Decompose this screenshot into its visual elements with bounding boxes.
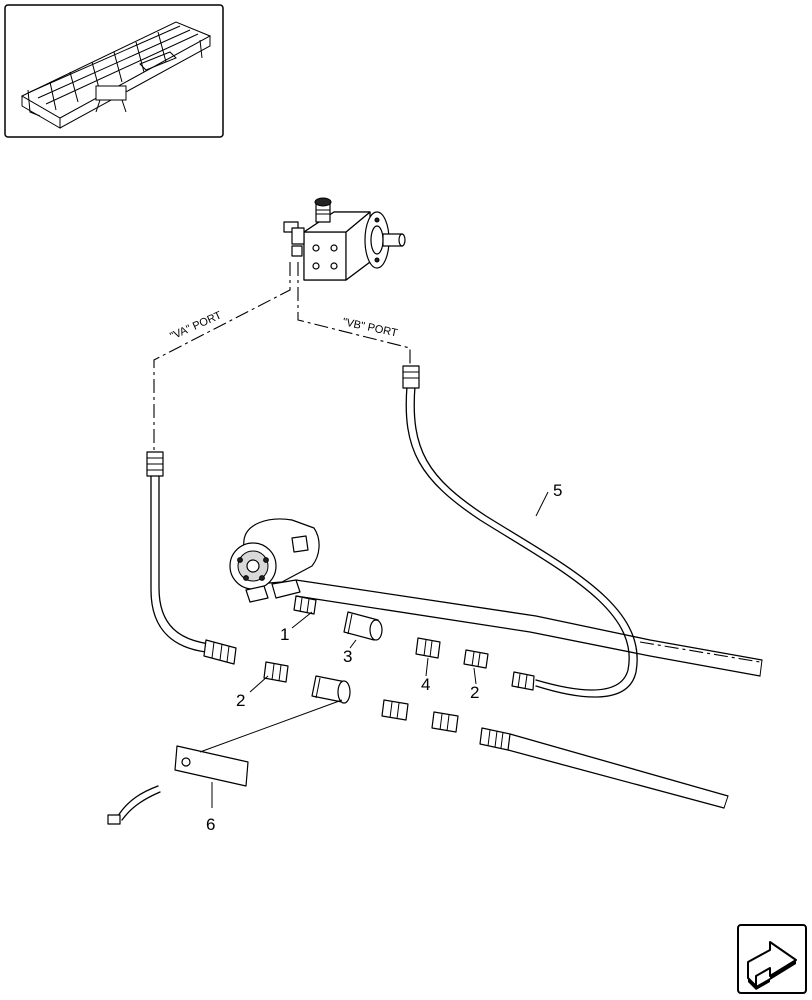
callout-2-right: 2 [470,683,479,702]
coupler-3-upper [343,611,383,641]
header-thumbnail-icon [4,4,224,138]
callout-6: 6 [206,815,215,834]
decal-6 [174,745,249,787]
coupler-3-lower [311,675,351,704]
adapter-2-left [263,661,289,683]
vb-port-leader [297,262,411,366]
lower-hose [479,727,729,809]
callout-3: 3 [343,647,352,666]
callout-leaders [199,491,549,808]
adapter-2-right-upper [463,649,489,669]
upper-tube [295,579,763,677]
callout-4: 4 [421,675,430,694]
callout-5: 5 [553,481,562,500]
lower-motor [229,518,320,615]
va-port-label: "VA" PORT [168,309,223,342]
adapter-4-upper [415,637,441,659]
adapter-4-lower [381,699,409,721]
cable-tie [107,785,161,825]
callout-1: 1 [280,625,289,644]
valve-block [283,197,406,281]
adapter-2-right-lower [431,711,459,733]
next-page-arrow-icon[interactable] [737,924,807,994]
va-port-leader [153,262,291,452]
vb-port-label: "VB" PORT [341,316,398,339]
va-hose [146,451,237,665]
hose-5 [402,365,638,698]
callout-2-left: 2 [236,691,245,710]
